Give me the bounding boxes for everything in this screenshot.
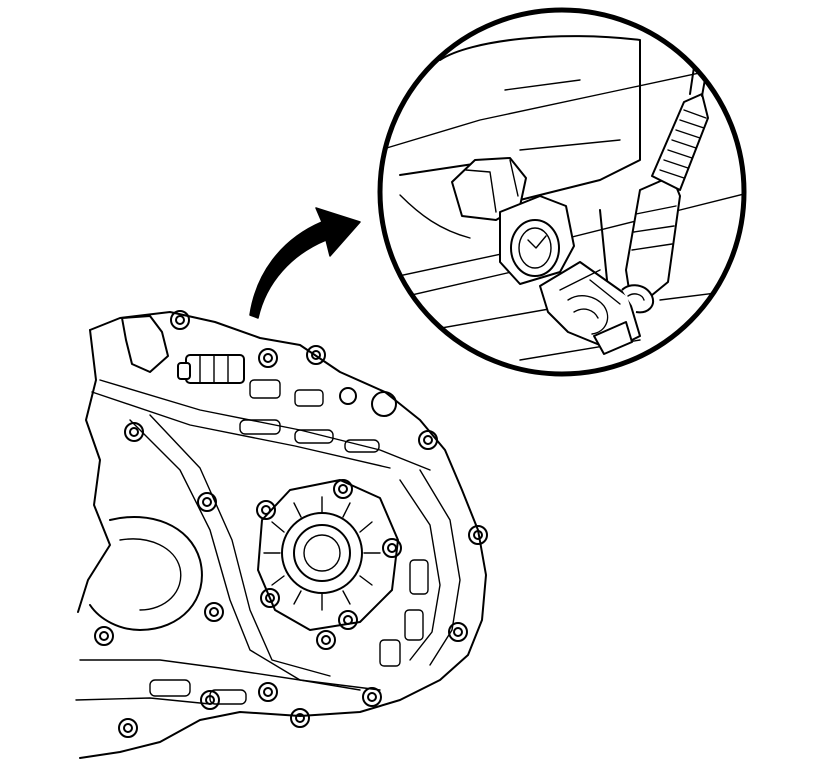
detail-inset (377, 7, 747, 377)
output-shaft-hub (257, 479, 399, 631)
pointer-arrow (249, 207, 361, 319)
wire-corrugation (659, 109, 707, 179)
speed-sensor-on-housing (121, 315, 245, 384)
housing-bolts (94, 310, 488, 738)
transaxle-housing (75, 311, 487, 759)
hub-ribs (263, 496, 381, 611)
